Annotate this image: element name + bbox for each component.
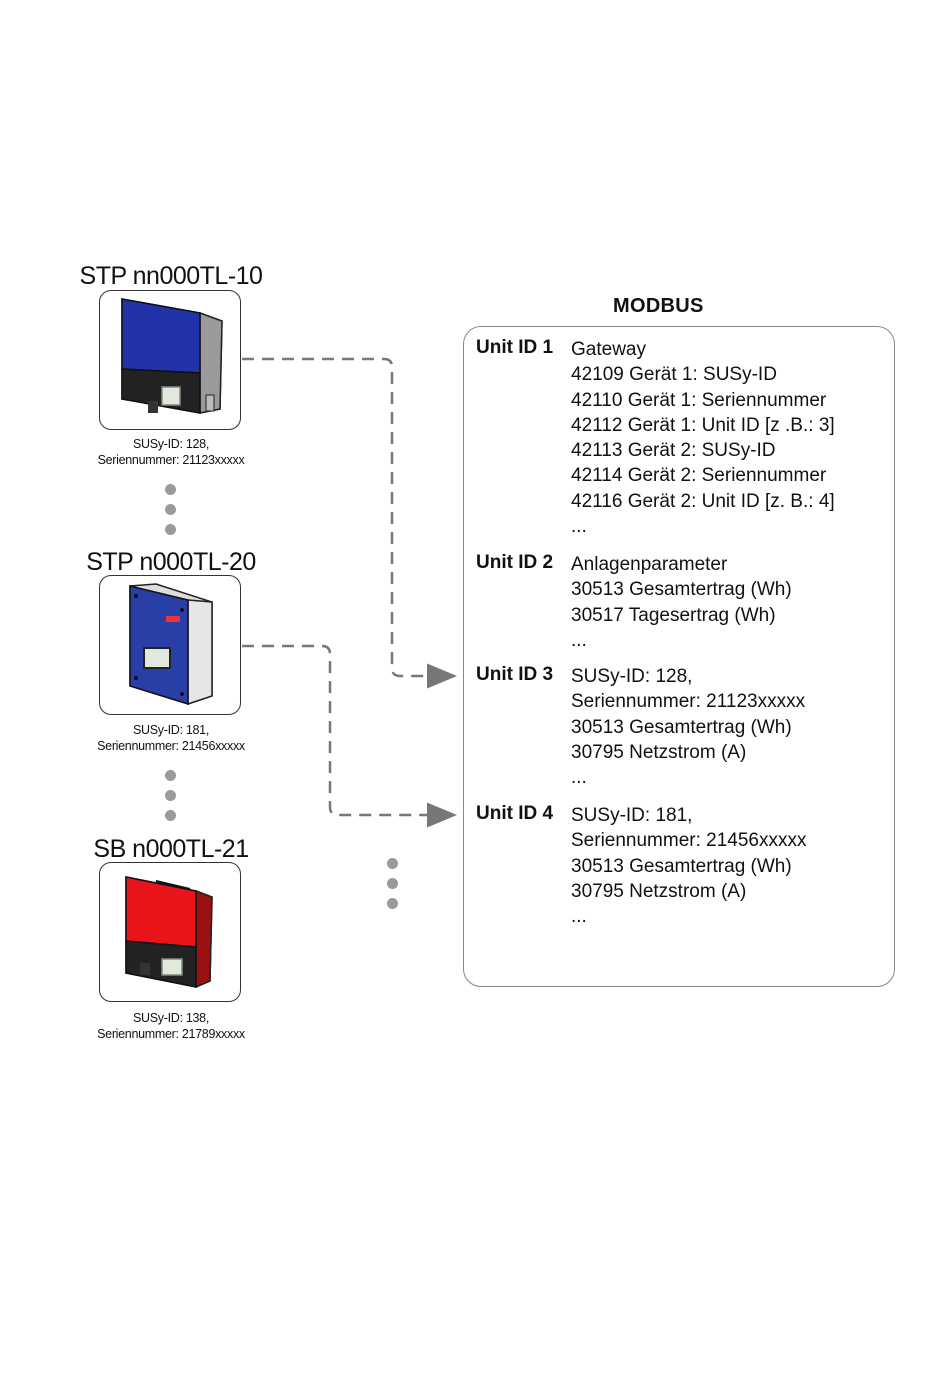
register-line: ...: [571, 629, 587, 651]
register-line: 30513 Gesamtertrag (Wh): [571, 579, 792, 601]
register-line: 30795 Netzstrom (A): [571, 741, 747, 763]
unit-lines-4: SUSy-ID: 181, Seriennummer: 21456xxxxx 305…: [571, 803, 871, 929]
device-serial-1: Seriennummer: 21123xxxxx: [97, 453, 245, 467]
ellipsis-dot: [387, 898, 398, 909]
ellipsis-dot: [165, 810, 176, 821]
connector-device-2-to-unit-4: [242, 644, 457, 828]
register-line: 30517 Tagesertrag (Wh): [571, 604, 776, 626]
device-serial-3: Seriennummer: 21789xxxxx: [97, 1027, 245, 1041]
register-line: 42112 Gerät 1: Unit ID [z .B.: 3]: [571, 414, 835, 436]
register-line: ...: [571, 767, 587, 789]
register-line: 42109 Gerät 1: SUSy-ID: [571, 364, 777, 386]
register-line: 42114 Gerät 2: Seriennummer: [571, 465, 827, 487]
register-line: SUSy-ID: 128,: [571, 666, 693, 687]
unit-label-2: Unit ID 2: [476, 552, 554, 573]
register-line: 30795 Netzstrom (A): [571, 880, 747, 902]
device-caption-3: SUSy-ID: 138, Seriennummer: 21789xxxxx: [51, 1010, 291, 1042]
unit-lines-3: SUSy-ID: 128, Seriennummer: 21123xxxxx 305…: [571, 664, 871, 790]
device-title-2: STP n000TL-20: [86, 548, 256, 576]
register-line: 42110 Gerät 1: Seriennummer: [571, 389, 827, 411]
device-susy-1: SUSy-ID: 128,: [133, 437, 209, 451]
modbus-register-box: [463, 326, 895, 987]
device-title-3: SB n000TL-21: [93, 835, 249, 863]
device-caption-2: SUSy-ID: 181, Seriennummer: 21456xxxxx: [51, 722, 291, 754]
device-box-2: [99, 575, 241, 715]
device-susy-3: SUSy-ID: 138,: [133, 1011, 209, 1025]
ellipsis-dot: [165, 770, 176, 781]
register-line: 30513 Gesamtertrag (Wh): [571, 716, 792, 738]
device-box-1: [99, 290, 241, 430]
unit-lines-1: Gateway 42109 Gerät 1: SUSy-ID 42110 Gerät…: [571, 337, 871, 539]
device-serial-2: Seriennummer: 21456xxxxx: [97, 739, 245, 753]
register-line: 42113 Gerät 2: SUSy-ID: [571, 440, 776, 462]
inverter-blue-icon: [121, 298, 223, 414]
register-line: Seriennummer: 21456xxxxx: [571, 830, 807, 852]
device-caption-1: SUSy-ID: 128, Seriennummer: 21123xxxxx: [51, 436, 291, 468]
ellipsis-dot: [165, 524, 176, 535]
ellipsis-dot: [165, 504, 176, 515]
ellipsis-dot: [387, 858, 398, 869]
inverter-blue-large-icon: [129, 583, 213, 706]
connector-device-1-to-unit-3: [242, 357, 457, 689]
device-susy-2: SUSy-ID: 181,: [133, 723, 209, 737]
register-line: ...: [571, 516, 587, 538]
unit-lines-2: Anlagenparameter 30513 Gesamtertrag (Wh) 3…: [571, 552, 871, 653]
device-title-1: STP nn000TL-10: [79, 262, 263, 290]
modbus-title: MODBUS: [613, 295, 704, 317]
inverter-red-icon: [125, 876, 213, 989]
register-line: Seriennummer: 21123xxxxx: [571, 691, 806, 713]
ellipsis-dot: [165, 484, 176, 495]
register-line: 30513 Gesamtertrag (Wh): [571, 855, 792, 877]
unit-label-4: Unit ID 4: [476, 803, 554, 824]
register-line: ...: [571, 906, 587, 928]
unit-label-3: Unit ID 3: [476, 664, 554, 685]
unit-label-1: Unit ID 1: [476, 337, 554, 358]
ellipsis-dot: [165, 790, 176, 801]
register-line: Anlagenparameter: [571, 554, 728, 575]
register-line: Gateway: [571, 339, 646, 360]
ellipsis-dot: [387, 878, 398, 889]
register-line: 42116 Gerät 2: Unit ID [z. B.: 4]: [571, 490, 835, 512]
device-box-3: [99, 862, 241, 1002]
register-line: SUSy-ID: 181,: [571, 805, 693, 826]
